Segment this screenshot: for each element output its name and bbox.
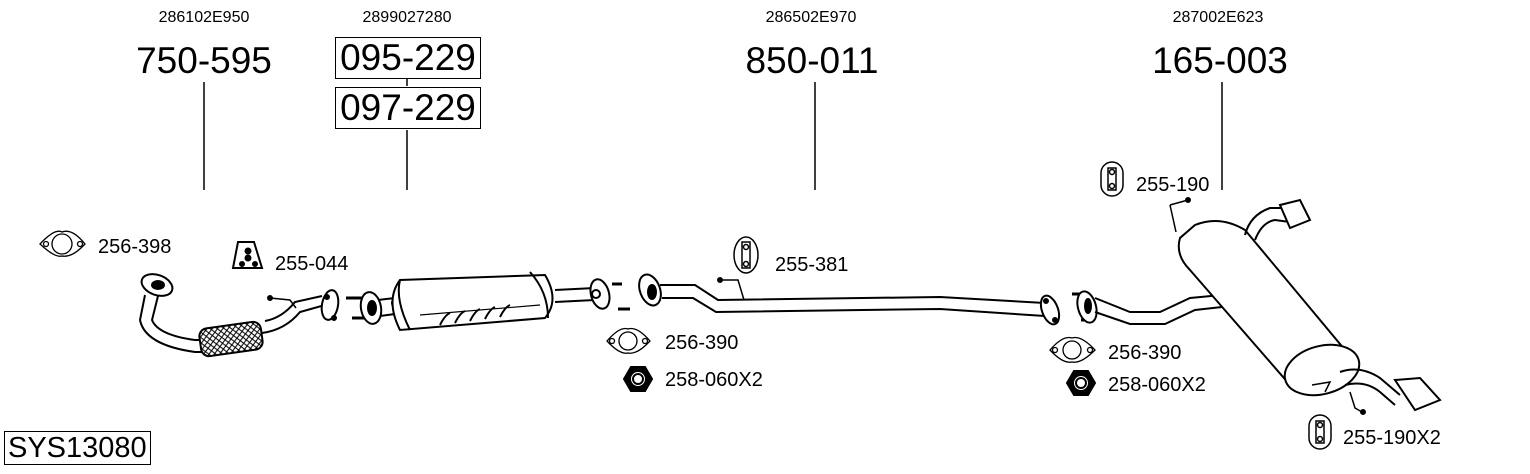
- accessory-label-255-381[interactable]: 255-381: [775, 254, 849, 276]
- accessory-label-256-398[interactable]: 256-398: [98, 236, 172, 258]
- catalytic-converter-095-229[interactable]: [346, 271, 630, 332]
- gasket-icon: [39, 230, 86, 257]
- accessory-label-256-390-left[interactable]: 256-390: [665, 332, 739, 354]
- part-number-850-011[interactable]: 850-011: [745, 40, 879, 81]
- part-number-095-229[interactable]: 095-229: [335, 37, 481, 79]
- part-number-165-003[interactable]: 165-003: [1152, 40, 1288, 81]
- rubber-hanger-icon: [1100, 161, 1124, 197]
- center-pipe-850-011[interactable]: [635, 272, 1063, 327]
- rubber-mount-triangle-icon: [231, 241, 264, 269]
- part-number-750-595[interactable]: 750-595: [136, 40, 272, 81]
- oem-number-rear-silencer: 287002E623: [1172, 9, 1264, 26]
- accessory-label-256-390-right[interactable]: 256-390: [1108, 342, 1182, 364]
- rubber-hanger-icon: [1308, 414, 1332, 450]
- accessory-label-255-190x2[interactable]: 255-190X2: [1343, 427, 1441, 449]
- accessory-label-258-060x2-left[interactable]: 258-060X2: [665, 369, 763, 391]
- rubber-hanger-icon: [733, 236, 759, 274]
- rear-silencer-165-003[interactable]: [1072, 197, 1442, 415]
- nut-icon: [622, 366, 654, 392]
- accessory-label-258-060x2-right[interactable]: 258-060X2: [1108, 374, 1206, 396]
- oem-number-catalytic-converter: 2899027280: [362, 9, 452, 26]
- oem-number-center-pipe: 286502E970: [765, 9, 857, 26]
- gasket-icon: [606, 327, 651, 354]
- accessory-label-255-190[interactable]: 255-190: [1136, 174, 1210, 196]
- system-code-label: SYS13080: [4, 431, 151, 465]
- oem-number-front-pipe: 286102E950: [158, 9, 250, 26]
- part-number-097-229[interactable]: 097-229: [335, 87, 481, 129]
- gasket-icon: [1049, 336, 1096, 363]
- nut-icon: [1065, 370, 1097, 396]
- accessory-label-255-044[interactable]: 255-044: [275, 253, 349, 275]
- front-pipe-750-595[interactable]: [138, 270, 341, 358]
